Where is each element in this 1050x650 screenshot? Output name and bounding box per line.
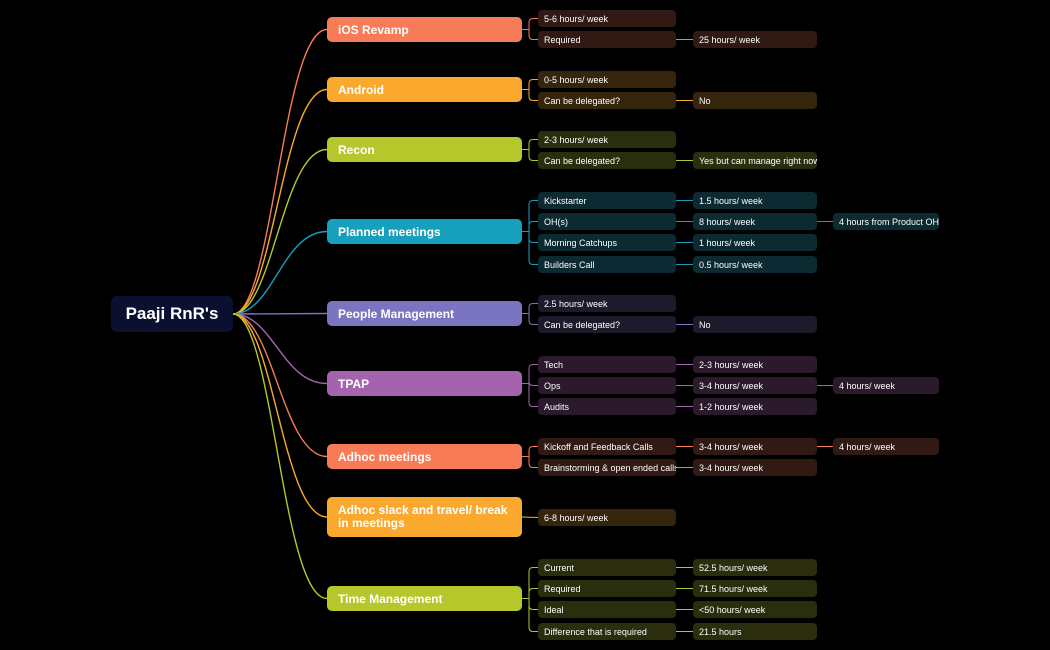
- node-ios-revamp-required[interactable]: Required: [538, 31, 676, 48]
- node-tpap-2-3-hours-week[interactable]: 2-3 hours/ week: [693, 356, 817, 373]
- link-tpap-1: [522, 381, 538, 386]
- node-ios-revamp-25-hours-week[interactable]: 25 hours/ week: [693, 31, 817, 48]
- connector-adhoc-meetings: [232, 313, 328, 458]
- branch-adhoc-slack-and-travel-break-in-meetings[interactable]: Adhoc slack and travel/ break in meeting…: [327, 497, 522, 537]
- link-android-1: [522, 89, 538, 101]
- node-planned-meetings-builders-call[interactable]: Builders Call: [538, 256, 676, 273]
- node-android-0-5-hours-week[interactable]: 0-5 hours/ week: [538, 71, 676, 88]
- node-people-management-2-5-hours-week[interactable]: 2.5 hours/ week: [538, 295, 676, 312]
- node-recon-2-3-hours-week[interactable]: 2-3 hours/ week: [538, 131, 676, 148]
- connector-people-management: [232, 312, 328, 315]
- root-node[interactable]: Paaji RnR's: [111, 296, 233, 332]
- link-ios-revamp-1: [522, 29, 538, 40]
- node-time-management-21-5-hours[interactable]: 21.5 hours: [693, 623, 817, 640]
- node-tpap-tech[interactable]: Tech: [538, 356, 676, 373]
- connector-time-management: [232, 313, 328, 600]
- node-time-management-52-5-hours-week[interactable]: 52.5 hours/ week: [693, 559, 817, 576]
- link-planned-meetings-1: [522, 221, 538, 232]
- branch-tpap[interactable]: TPAP: [327, 371, 522, 396]
- node-adhoc-meetings-3-4-hours-week[interactable]: 3-4 hours/ week: [693, 459, 817, 476]
- node-tpap-4-hours-week[interactable]: 4 hours/ week: [833, 377, 939, 394]
- link-planned-meetings-0: [522, 200, 538, 232]
- connector-tpap: [232, 313, 328, 385]
- connector-adhoc-slack-and-travel-break-in-meetings: [232, 313, 328, 518]
- link-adhoc-meetings-0: [522, 446, 538, 457]
- node-adhoc-meetings-4-hours-week[interactable]: 4 hours/ week: [833, 438, 939, 455]
- branch-adhoc-meetings[interactable]: Adhoc meetings: [327, 444, 522, 469]
- node-adhoc-slack-and-travel-break-in-meetings-6-8-hours-week[interactable]: 6-8 hours/ week: [538, 509, 676, 526]
- link-recon-0: [522, 139, 538, 150]
- link-android-0: [522, 79, 538, 90]
- link-people-management-1: [522, 313, 538, 325]
- node-adhoc-meetings-kickoff-and-feedback-calls[interactable]: Kickoff and Feedback Calls: [538, 438, 676, 455]
- node-time-management-current[interactable]: Current: [538, 559, 676, 576]
- node-android-no[interactable]: No: [693, 92, 817, 109]
- link-people-management-0: [522, 303, 538, 314]
- node-tpap-3-4-hours-week[interactable]: 3-4 hours/ week: [693, 377, 817, 394]
- link-time-management-1: [522, 588, 538, 599]
- node-people-management-no[interactable]: No: [693, 316, 817, 333]
- branch-planned-meetings[interactable]: Planned meetings: [327, 219, 522, 244]
- node-planned-meetings-0-5-hours-week[interactable]: 0.5 hours/ week: [693, 256, 817, 273]
- node-planned-meetings-1-5-hours-week[interactable]: 1.5 hours/ week: [693, 192, 817, 209]
- branch-ios-revamp[interactable]: iOS Revamp: [327, 17, 522, 42]
- node-adhoc-meetings-brainstorming-open-ended-calls[interactable]: Brainstorming & open ended calls: [538, 459, 676, 476]
- node-ios-revamp-5-6-hours-week[interactable]: 5-6 hours/ week: [538, 10, 676, 27]
- link-ios-revamp-0: [522, 18, 538, 30]
- branch-time-management[interactable]: Time Management: [327, 586, 522, 611]
- link-time-management-3: [522, 598, 538, 632]
- node-adhoc-meetings-3-4-hours-week[interactable]: 3-4 hours/ week: [693, 438, 817, 455]
- node-planned-meetings-kickstarter[interactable]: Kickstarter: [538, 192, 676, 209]
- node-android-can-be-delegated[interactable]: Can be delegated?: [538, 92, 676, 109]
- node-planned-meetings-oh-s[interactable]: OH(s): [538, 213, 676, 230]
- branch-recon[interactable]: Recon: [327, 137, 522, 162]
- node-recon-can-be-delegated[interactable]: Can be delegated?: [538, 152, 676, 169]
- node-time-management-71-5-hours-week[interactable]: 71.5 hours/ week: [693, 580, 817, 597]
- branch-people-management[interactable]: People Management: [327, 301, 522, 326]
- connector-android: [232, 88, 328, 315]
- link-planned-meetings-3: [522, 231, 538, 265]
- connector-recon: [232, 148, 328, 315]
- link-time-management-0: [522, 567, 538, 599]
- node-tpap-ops[interactable]: Ops: [538, 377, 676, 394]
- node-planned-meetings-8-hours-week[interactable]: 8 hours/ week: [693, 213, 817, 230]
- node-planned-meetings-morning-catchups[interactable]: Morning Catchups: [538, 234, 676, 251]
- link-adhoc-meetings-1: [522, 456, 538, 468]
- node-recon-yes-but-can-manage-right-now[interactable]: Yes but can manage right now: [693, 152, 817, 169]
- link-recon-1: [522, 149, 538, 161]
- link-tpap-2: [522, 383, 538, 407]
- node-time-management-ideal[interactable]: Ideal: [538, 601, 676, 618]
- link-tpap-0: [522, 364, 538, 384]
- node-people-management-can-be-delegated[interactable]: Can be delegated?: [538, 316, 676, 333]
- node-planned-meetings-4-hours-from-product-oh[interactable]: 4 hours from Product OH: [833, 213, 939, 230]
- connector-planned-meetings: [232, 230, 328, 315]
- node-tpap-1-2-hours-week[interactable]: 1-2 hours/ week: [693, 398, 817, 415]
- node-time-management-50-hours-week[interactable]: <50 hours/ week: [693, 601, 817, 618]
- node-time-management-difference-that-is-required[interactable]: Difference that is required: [538, 623, 676, 640]
- node-tpap-audits[interactable]: Audits: [538, 398, 676, 415]
- node-time-management-required[interactable]: Required: [538, 580, 676, 597]
- link-adhoc-slack-and-travel-break-in-meetings-0: [521, 516, 539, 518]
- connector-ios-revamp: [232, 28, 328, 315]
- node-planned-meetings-1-hours-week[interactable]: 1 hours/ week: [693, 234, 817, 251]
- branch-android[interactable]: Android: [327, 77, 522, 102]
